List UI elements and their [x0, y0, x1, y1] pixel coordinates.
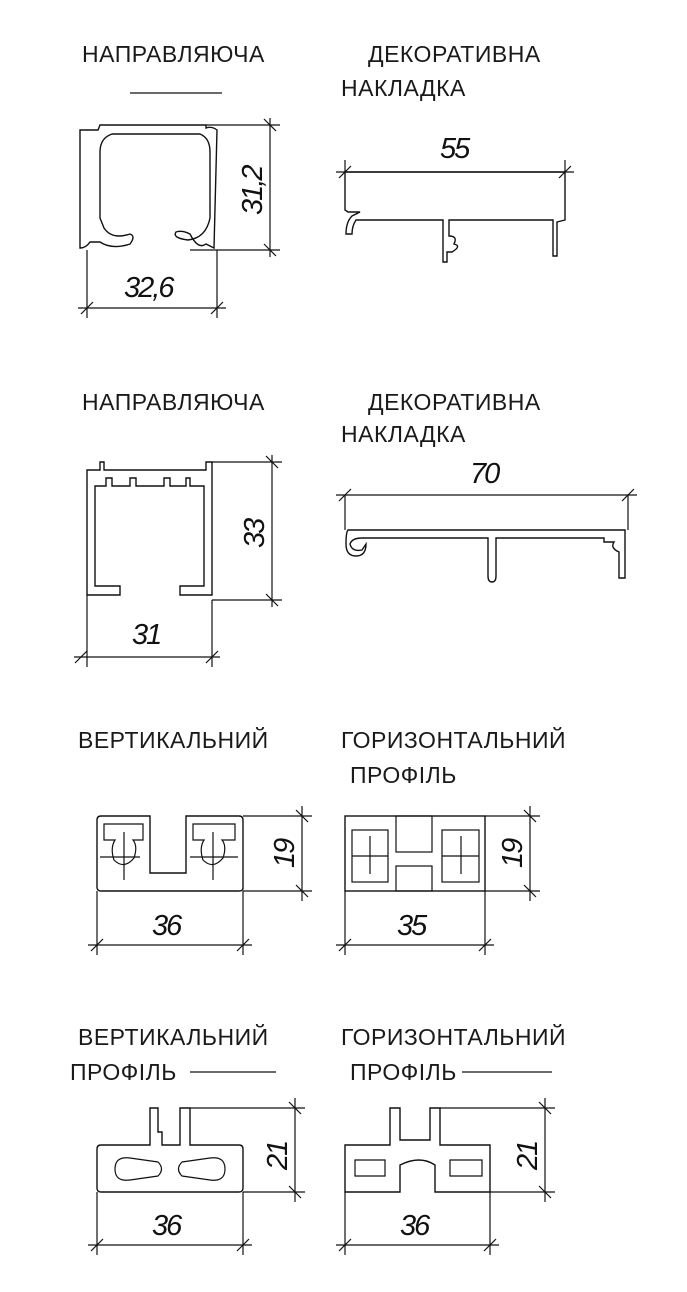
title-line-2: ПРОФІЛЬ: [350, 762, 457, 788]
tick: [80, 301, 94, 315]
vertical-profile-21: ВЕРТИКАЛЬНИЙ ПРОФІЛЬ 21 36: [70, 1023, 305, 1255]
tick: [90, 938, 104, 952]
horizontal-profile-19: ГОРИЗОНТАЛЬНИЙ ПРОФІЛЬ 19 35: [336, 726, 566, 955]
guide-rail-profile-2: НАПРАВЛЯЮЧА 33 31: [74, 389, 282, 667]
tick: [236, 1238, 250, 1252]
chamber-top: [395, 815, 433, 853]
title-line-2: НАКЛАДКА: [341, 75, 466, 101]
title: ВЕРТИКАЛЬНИЙ: [78, 726, 269, 753]
title-line-1: ГОРИЗОНТАЛЬНИЙ: [341, 726, 566, 753]
title-line-1: ГОРИЗОНТАЛЬНИЙ: [341, 1023, 566, 1050]
width-dimension: 55: [440, 133, 471, 165]
tick: [74, 650, 88, 664]
tick: [338, 165, 352, 179]
slot-left: [114, 1157, 163, 1181]
tick: [236, 938, 250, 952]
decorative-cover-profile-55: ДЕКОРАТИВНА НАКЛАДКА 55: [336, 41, 574, 263]
height-dimension: 33: [239, 518, 271, 548]
vertical-profile-19: ВЕРТИКАЛЬНИЙ 19 36: [78, 726, 312, 955]
slot-left: [354, 1159, 386, 1177]
chamber-bottom: [395, 865, 433, 892]
tick: [338, 488, 352, 502]
width-dimension: 35: [397, 910, 428, 942]
t-slot-left: [103, 823, 144, 866]
height-dimension: 21: [262, 1142, 294, 1171]
title: НАПРАВЛЯЮЧА: [82, 41, 265, 67]
vertical-profile-shape-19: [96, 815, 244, 892]
guide-rail-shape-2: [86, 461, 213, 596]
tick: [295, 809, 309, 823]
tick: [90, 1238, 104, 1252]
t-slot-right: [192, 823, 236, 866]
width-dimension: 32,6: [124, 272, 175, 304]
width-dimension: 70: [470, 458, 500, 490]
vertical-profile-shape-21: [96, 1107, 244, 1193]
tick: [538, 1101, 552, 1115]
tick: [295, 884, 309, 898]
height-dimension: 31,2: [237, 165, 269, 215]
width-dimension: 36: [152, 1210, 183, 1242]
tick: [523, 884, 537, 898]
tick: [265, 593, 279, 607]
height-dimension: 19: [497, 838, 529, 868]
tick: [288, 1101, 302, 1115]
tick: [338, 938, 352, 952]
title-line-2: ПРОФІЛЬ: [350, 1059, 457, 1085]
tick: [210, 301, 224, 315]
title-line-2: НАКЛАДКА: [341, 421, 466, 447]
decorative-cover-shape-70: [345, 529, 626, 583]
width-dimension: 31: [132, 619, 160, 651]
tick: [288, 1185, 302, 1199]
tick: [338, 1238, 352, 1252]
tick: [538, 1185, 552, 1199]
title-line-2: ПРОФІЛЬ: [70, 1059, 177, 1085]
tick: [621, 488, 635, 502]
height-dimension: 21: [512, 1142, 544, 1171]
width-dimension: 36: [400, 1210, 431, 1242]
slot-right: [177, 1157, 226, 1181]
title-line-1: ВЕРТИКАЛЬНИЙ: [78, 1023, 269, 1050]
tick: [478, 938, 492, 952]
tick: [265, 455, 279, 469]
horizontal-profile-shape-19: [344, 815, 486, 892]
width-dimension: 36: [152, 910, 183, 942]
decorative-cover-profile-70: ДЕКОРАТИВНА НАКЛАДКА 70: [336, 389, 637, 583]
horizontal-profile-21: ГОРИЗОНТАЛЬНИЙ ПРОФІЛЬ 21 36: [336, 1023, 566, 1255]
tick: [523, 809, 537, 823]
tick: [558, 165, 572, 179]
title: НАПРАВЛЯЮЧА: [82, 389, 265, 415]
title-line-1: ДЕКОРАТИВНА: [368, 389, 541, 415]
tick: [205, 650, 219, 664]
horizontal-profile-shape-21: [344, 1107, 491, 1193]
height-dimension: 19: [269, 838, 301, 868]
title-line-1: ДЕКОРАТИВНА: [368, 41, 541, 67]
tick: [263, 118, 277, 132]
slot-right: [449, 1159, 483, 1177]
decorative-cover-shape-55: [344, 171, 566, 263]
tick: [483, 1238, 497, 1252]
guide-rail-shape-1: [79, 124, 218, 250]
tick: [263, 243, 277, 257]
guide-rail-profile-1: НАПРАВЛЯЮЧА 31,2 32,6: [78, 41, 280, 318]
